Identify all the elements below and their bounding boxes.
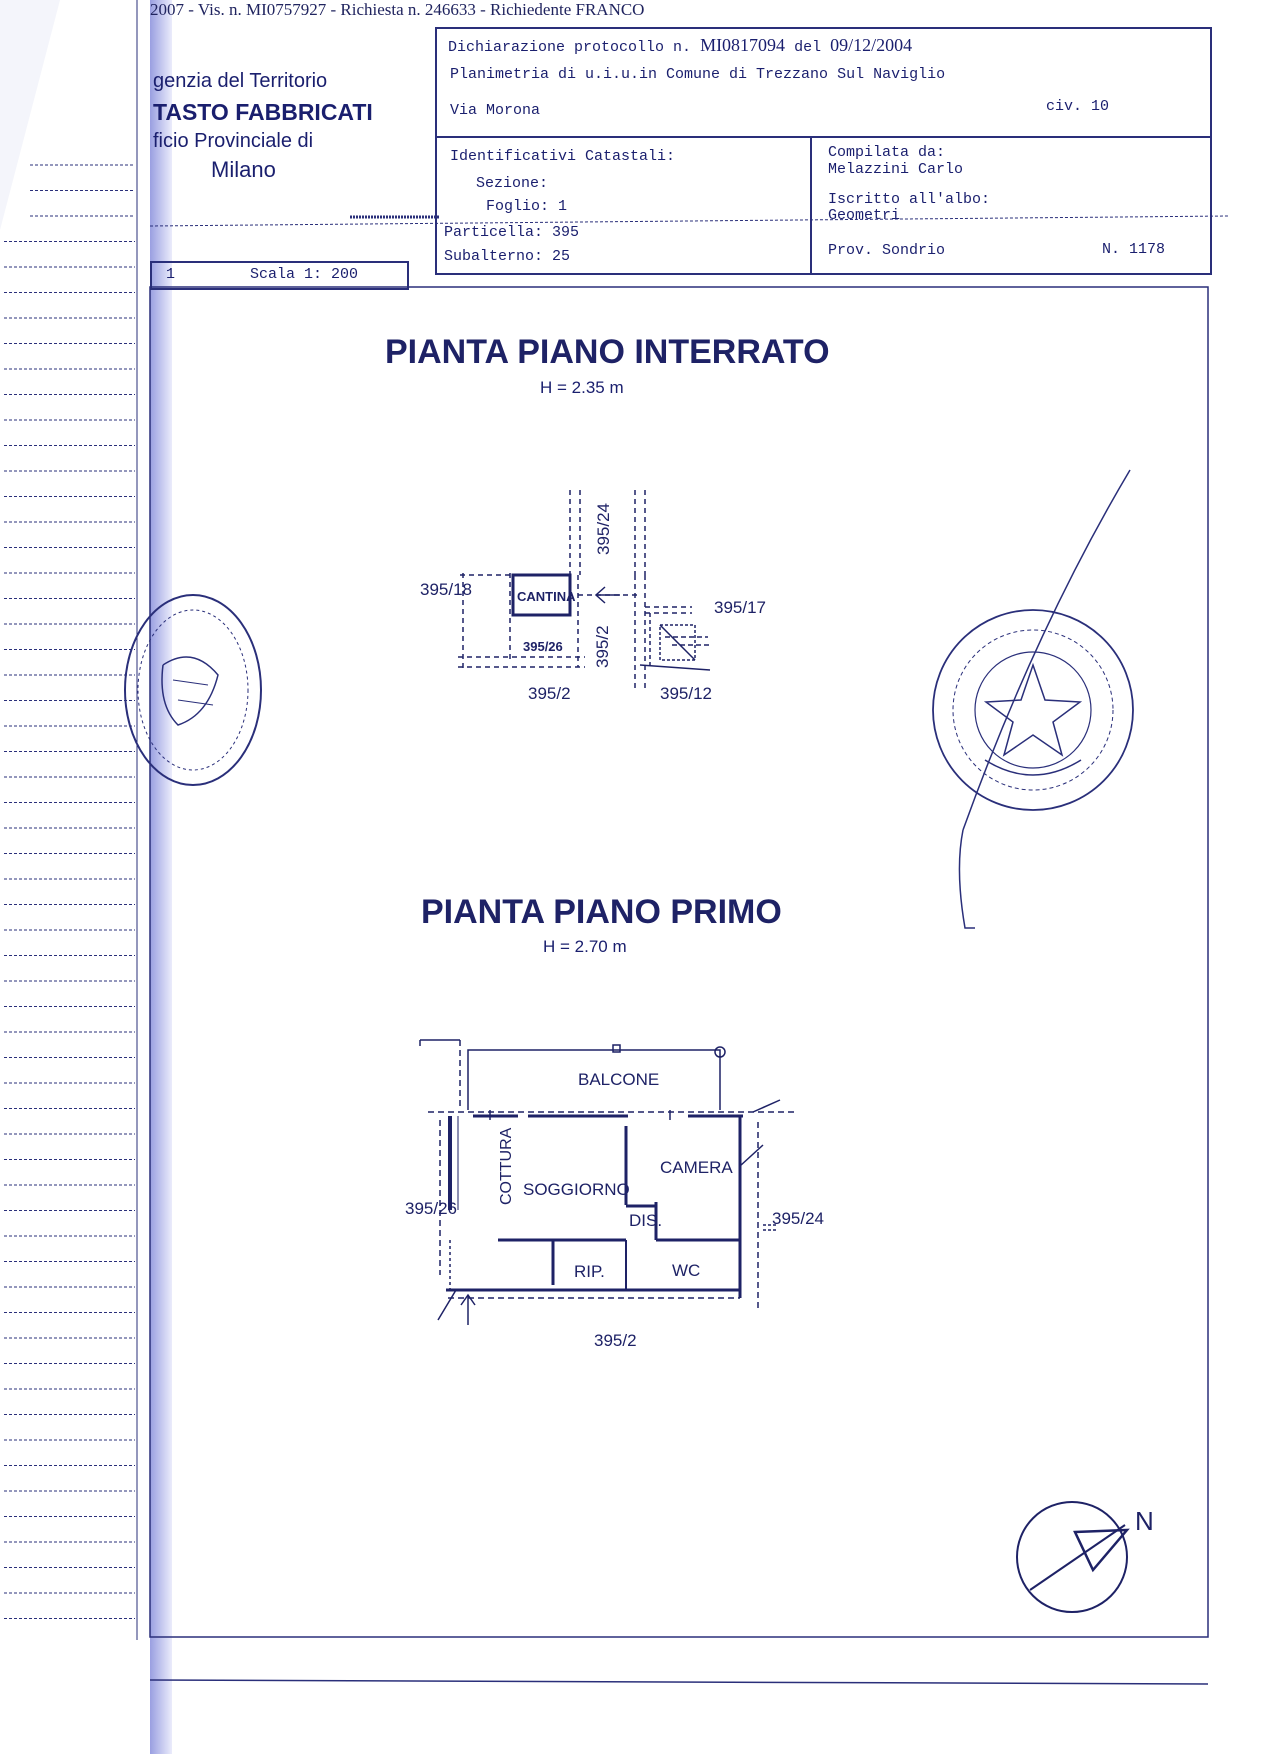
- label-cantina: CANTINA: [517, 589, 576, 604]
- registered-label: Iscritto all'albo:: [828, 191, 991, 208]
- first-floor-plan-title: PIANTA PIANO PRIMO: [421, 893, 782, 931]
- label-395-17: 395/17: [714, 598, 766, 617]
- cadastral-foglio: Foglio: 1: [486, 198, 568, 215]
- basement-floor-plan: 395/18 CANTINA 395/26 395/24 395/2 395/1…: [420, 490, 766, 703]
- protocol-date: 09/12/2004: [830, 35, 913, 55]
- label-395-2-basement: 395/2: [528, 684, 571, 703]
- agency-department: TASTO FABBRICATI: [153, 99, 373, 125]
- protocol-line: Dichiarazione protocollo n. MI0817094 de…: [448, 35, 912, 56]
- label-balcone: BALCONE: [578, 1070, 659, 1089]
- north-arrow: N: [1016, 1501, 1154, 1613]
- agency-office: ficio Provinciale di: [153, 130, 314, 152]
- label-395-26-first: 395/26: [405, 1199, 457, 1218]
- label-cottura: COTTURA: [498, 1127, 515, 1205]
- label-395-24-basement: 395/24: [594, 503, 613, 555]
- agency-block: genzia del Territorio TASTO FABBRICATI f…: [153, 70, 403, 183]
- date-label: del: [794, 39, 822, 56]
- scan-edge-strip: [150, 0, 172, 1754]
- label-camera: CAMERA: [660, 1158, 733, 1177]
- label-rip: RIP.: [574, 1262, 605, 1281]
- left-stamp-seal: [124, 594, 262, 786]
- compiler-province: Prov. Sondrio: [828, 242, 946, 259]
- scale-box: [150, 261, 409, 290]
- cadastral-subalterno: Subalterno: 25: [444, 248, 571, 265]
- cadastral-particella: Particella: 395: [444, 224, 580, 241]
- label-395-26-basement: 395/26: [523, 639, 563, 654]
- basement-plan-title: PIANTA PIANO INTERRATO: [385, 333, 830, 371]
- label-395-12: 395/12: [660, 684, 712, 703]
- first-floor-plan: BALCONE COTTURA SOGGIORNO CAMERA DIS. RI…: [405, 1039, 824, 1350]
- cadastral-heading: Identificativi Catastali:: [450, 148, 676, 165]
- label-395-24-first: 395/24: [772, 1209, 824, 1228]
- label-395-18: 395/18: [420, 580, 472, 599]
- cadastral-sezione: Sezione:: [476, 175, 549, 192]
- first-floor-plan-height: H = 2.70 m: [543, 937, 627, 956]
- compiler-name: Melazzini Carlo: [828, 161, 964, 178]
- street-address: Via Morona: [450, 102, 541, 119]
- label-395-2-vertical: 395/2: [593, 625, 612, 668]
- label-soggiorno: SOGGIORNO: [523, 1180, 630, 1199]
- compiler-number: N. 1178: [1102, 241, 1166, 258]
- request-line: 2007 - Vis. n. MI0757927 - Richiesta n. …: [150, 0, 645, 19]
- page-number: 1: [166, 266, 176, 283]
- right-stamp-seal: [932, 469, 1134, 929]
- label-wc: WC: [672, 1261, 700, 1280]
- north-label: N: [1135, 1506, 1154, 1536]
- agency-name: genzia del Territorio: [153, 70, 328, 92]
- protocol-number: MI0817094: [700, 35, 786, 55]
- label-dis: DIS.: [629, 1211, 662, 1230]
- civic-number: civ. 10: [1046, 98, 1110, 115]
- label-395-2-first: 395/2: [594, 1331, 637, 1350]
- compiled-by-label: Compilata da:: [828, 144, 946, 161]
- plan-description: Planimetria di u.i.u.in Comune di Trezza…: [450, 66, 946, 83]
- scale-label: Scala 1: 200: [250, 266, 359, 283]
- compiler-box: [810, 136, 1212, 275]
- protocol-label: Dichiarazione protocollo n.: [448, 39, 692, 56]
- basement-plan-height: H = 2.35 m: [540, 378, 624, 397]
- agency-city: Milano: [211, 157, 276, 182]
- left-ruled-margin: [0, 0, 138, 1640]
